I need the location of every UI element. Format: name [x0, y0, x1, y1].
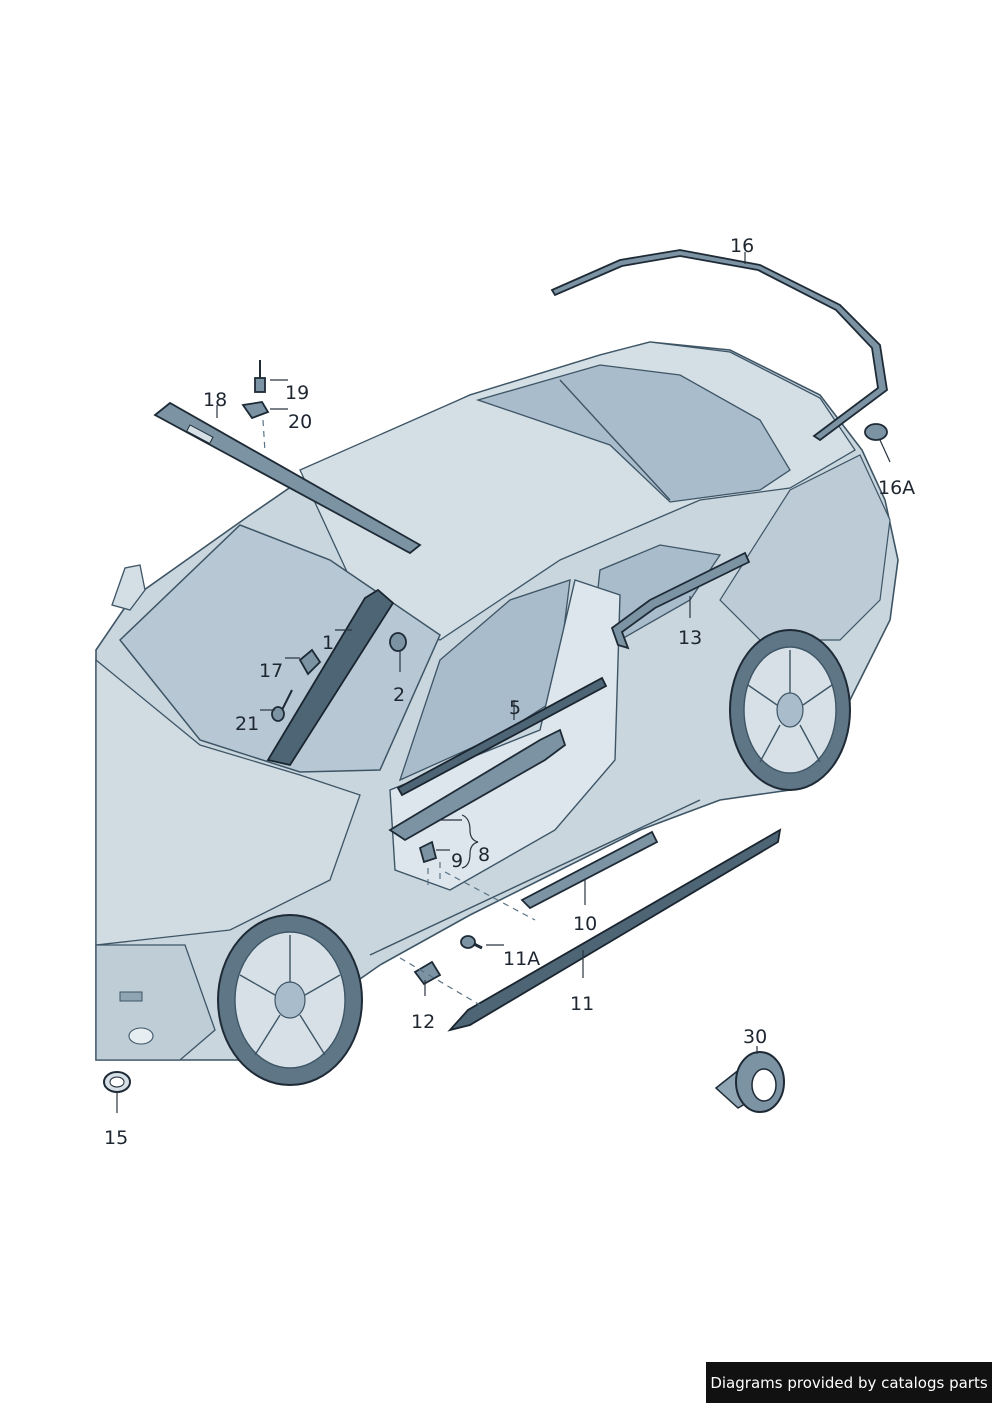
- part-5-door-seal: [396, 676, 608, 797]
- part-16-roof-trim: [550, 249, 888, 442]
- callout-13: 13: [678, 627, 702, 649]
- part-9-clip: [418, 840, 438, 864]
- footer-credit: Diagrams provided by catalogs parts: [706, 1362, 992, 1403]
- leader-lines: [116, 252, 891, 1113]
- callout-8: 8: [478, 844, 490, 866]
- part-11a-fastener: [460, 935, 483, 950]
- side-mirror: [111, 564, 146, 611]
- part-11-side-skirt: [447, 828, 782, 1032]
- callout-12: 12: [411, 1011, 435, 1033]
- part-16a-plug: [864, 423, 888, 441]
- car-body: [95, 341, 899, 1061]
- callout-5: 5: [509, 697, 521, 719]
- sunroof-glass: [475, 364, 791, 503]
- hood-panel: [95, 658, 361, 946]
- part-12-clip: [413, 960, 442, 986]
- fog-light: [128, 1027, 154, 1045]
- callout-19: 19: [285, 382, 309, 404]
- part-19-bolt: [254, 360, 266, 393]
- part-8-sill-entry: [388, 728, 567, 842]
- rail-slot: [186, 424, 214, 445]
- front-bumper: [95, 944, 216, 1061]
- callout-20: 20: [288, 411, 312, 433]
- callout-labels: 16 16A 18 19 20 1 2 17 21 5 13 8 9 10 11…: [104, 235, 915, 1149]
- callout-16: 16: [730, 235, 754, 257]
- callout-16a: 16A: [878, 477, 915, 499]
- callout-11a: 11A: [503, 948, 540, 970]
- part-18-rail-cover: [153, 401, 422, 555]
- rear-wheel: [729, 629, 851, 791]
- part-15-grommet-hole: [109, 1076, 125, 1088]
- rear-quarter: [719, 454, 891, 641]
- callout-1: 1: [322, 632, 334, 654]
- callout-21: 21: [235, 713, 259, 735]
- part-2-grommet: [389, 632, 407, 652]
- callout-30: 30: [743, 1026, 767, 1048]
- part-13-rear-trim: [610, 551, 751, 650]
- assembly-lines: [262, 419, 536, 1006]
- callout-11: 11: [570, 993, 594, 1015]
- callout-9: 9: [451, 850, 463, 872]
- part-1-a-pillar-trim: [266, 588, 395, 767]
- part-20-clip: [241, 401, 270, 420]
- callout-18: 18: [203, 389, 227, 411]
- part-30-tape-roll: [714, 1051, 785, 1113]
- windshield-glass: [118, 524, 441, 773]
- front-wheel: [217, 914, 363, 1086]
- badge: [119, 991, 143, 1002]
- callout-10: 10: [573, 913, 597, 935]
- callout-2: 2: [393, 684, 405, 706]
- part-10-sill-panel: [520, 830, 659, 910]
- callout-17: 17: [259, 660, 283, 682]
- callout-15: 15: [104, 1127, 128, 1149]
- sunroof-divider: [559, 379, 671, 501]
- part-17-clip: [298, 648, 322, 676]
- rocker-line: [369, 799, 701, 956]
